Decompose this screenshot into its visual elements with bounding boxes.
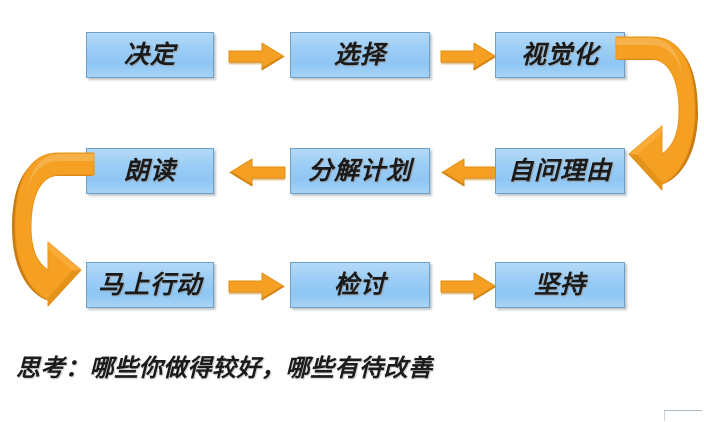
process-box-label: 视觉化	[520, 41, 599, 69]
arrow-right-act-now-to-review	[228, 272, 286, 302]
process-box-breakdown-plan[interactable]: 分解计划	[290, 148, 430, 194]
arrow-right-decide-to-choose	[228, 42, 286, 72]
corner-line-artifact	[664, 410, 702, 421]
process-box-label: 自问理由	[507, 157, 612, 185]
process-box-label: 马上行动	[97, 271, 202, 299]
process-box-label: 选择	[333, 41, 386, 69]
process-box-read-aloud[interactable]: 朗读	[86, 148, 214, 194]
process-box-label: 坚持	[533, 271, 586, 299]
process-box-label: 分解计划	[307, 157, 412, 185]
process-box-choose[interactable]: 选择	[290, 32, 430, 78]
process-box-persist[interactable]: 坚持	[495, 262, 625, 308]
process-box-decide[interactable]: 决定	[86, 32, 214, 78]
reflection-caption: 思考：哪些你做得较好，哪些有待改善	[16, 356, 433, 382]
process-box-review[interactable]: 检讨	[290, 262, 430, 308]
arrow-right-choose-to-visualize	[440, 42, 498, 72]
arrow-left-breakdown-to-read-aloud	[228, 158, 286, 188]
arrow-uturn-left-row2-to-row3	[2, 150, 98, 310]
process-box-label: 检讨	[333, 271, 386, 299]
process-box-act-now[interactable]: 马上行动	[86, 262, 214, 308]
process-box-label: 决定	[123, 41, 176, 69]
process-box-ask-why[interactable]: 自问理由	[495, 148, 625, 194]
process-box-label: 朗读	[123, 157, 176, 185]
arrow-uturn-right-row1-to-row2	[612, 34, 704, 194]
arrow-right-review-to-persist	[440, 272, 498, 302]
process-box-visualize[interactable]: 视觉化	[495, 32, 625, 78]
arrow-left-ask-why-to-breakdown	[440, 158, 498, 188]
